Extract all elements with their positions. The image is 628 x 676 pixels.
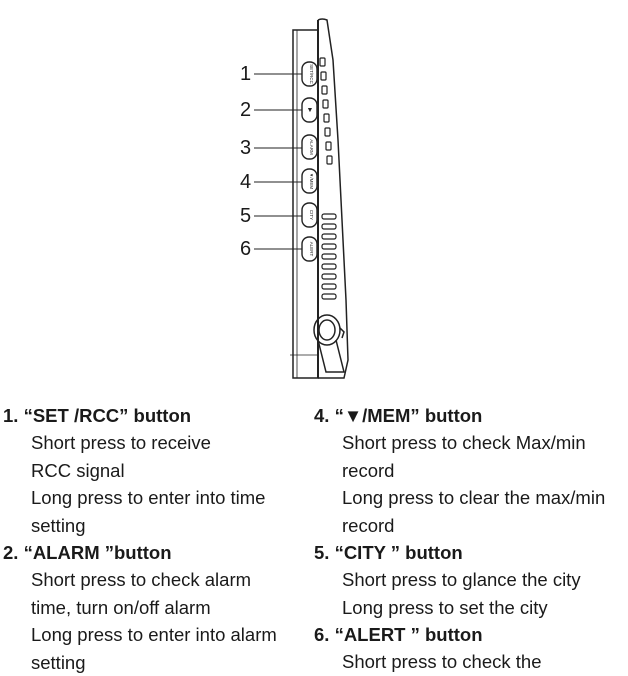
item-title: 1. “SET /RCC” button [3, 402, 308, 429]
callout-6: 6 [240, 239, 251, 259]
item-line: time, turn on/off alarm [3, 594, 308, 622]
item-line: record [314, 512, 628, 540]
item-set-rcc: 1. “SET /RCC” button Short press to rece… [3, 402, 308, 539]
vent-slots [320, 58, 336, 299]
item-line: Long press to enter into alarm [3, 621, 308, 649]
button-label-city: CITY [309, 210, 314, 220]
item-line: setting [3, 512, 308, 540]
item-city: 5. “CITY ” button Short press to glance … [314, 539, 628, 621]
item-line: Short press to glance the city [314, 566, 628, 594]
item-line: Short press to check the [314, 648, 628, 676]
item-line: Short press to receive [3, 429, 308, 457]
button-label-set-rcc: SET/RCC [309, 64, 314, 85]
item-title: 5. “CITY ” button [314, 539, 628, 566]
callout-2: 2 [240, 100, 251, 120]
item-line: setting [3, 649, 308, 676]
item-title: 4. “▼/MEM” button [314, 402, 628, 429]
left-column: 1. “SET /RCC” button Short press to rece… [3, 402, 308, 676]
item-title: 6. “ALERT ” button [314, 621, 628, 648]
item-down-mem: 4. “▼/MEM” button Short press to check M… [314, 402, 628, 539]
callout-leader-lines [254, 74, 302, 249]
device-side-view-diagram: SET/RCC ▼ ALARM ▼/MEM CITY ALERT [0, 0, 628, 390]
right-column: 4. “▼/MEM” button Short press to check M… [314, 402, 628, 676]
callout-5: 5 [240, 206, 251, 226]
callout-4: 4 [240, 172, 251, 192]
item-line: Short press to check alarm [3, 566, 308, 594]
callout-3: 3 [240, 138, 251, 158]
item-alarm: 2. “ALARM ”button Short press to check a… [3, 539, 308, 676]
button-label-alarm: ALARM [309, 139, 314, 155]
button-label-alert: ALERT [309, 242, 314, 257]
button-label-down: ▼ [307, 107, 314, 114]
item-line: RCC signal [3, 457, 308, 485]
button-label-down-mem: ▼/MEM [309, 173, 314, 189]
item-line: record [314, 457, 628, 485]
device-buttons [302, 62, 317, 261]
item-title: 2. “ALARM ”button [3, 539, 308, 566]
item-alert: 6. “ALERT ” button Short press to check … [314, 621, 628, 676]
item-line: Long press to clear the max/min [314, 484, 628, 512]
callout-1: 1 [240, 64, 251, 84]
item-line: Short press to check Max/min [314, 429, 628, 457]
item-line: Long press to enter into time [3, 484, 308, 512]
item-line: Long press to set the city [314, 594, 628, 622]
